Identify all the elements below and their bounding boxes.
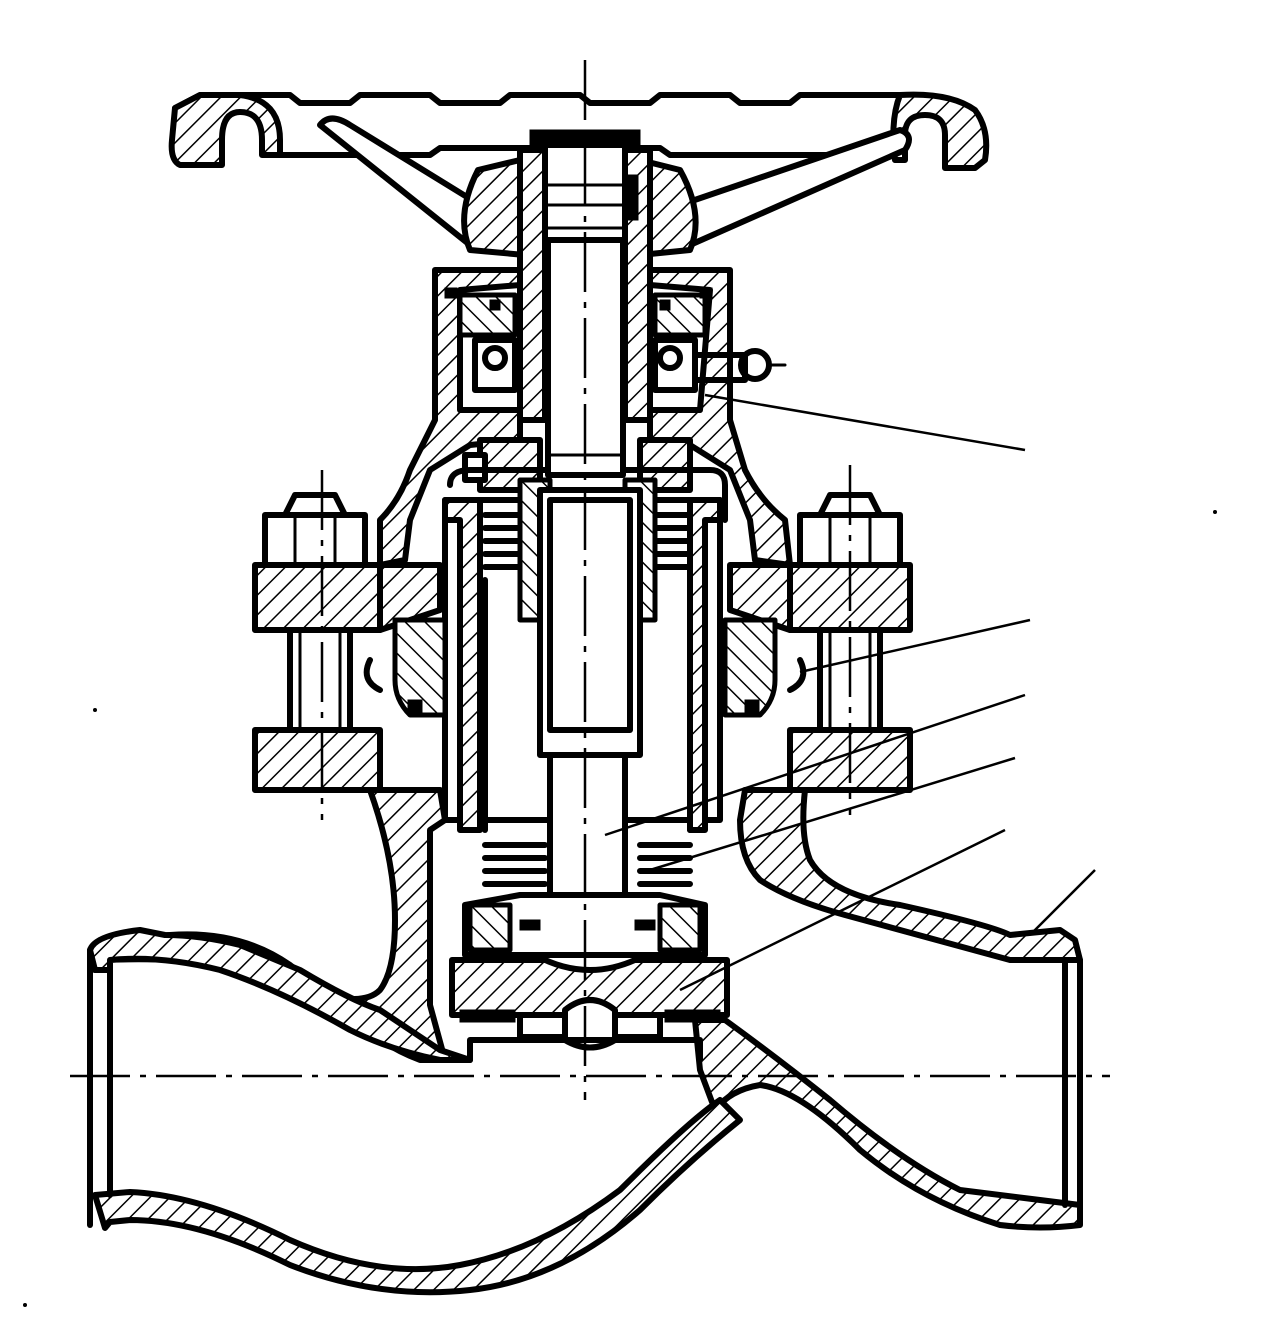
body-pipe-top-left: [87, 927, 473, 1063]
valve-stem: [517, 237, 658, 948]
leader-lines: [604, 393, 1096, 992]
body-pipe-bottom: [92, 1097, 743, 1296]
valve-body: [87, 787, 1083, 1296]
bellows-assembly: [442, 467, 728, 887]
leader-6: [1029, 869, 1096, 936]
joint-seal: [363, 617, 807, 718]
leader-4: [649, 756, 1016, 872]
handwheel-rim-left: [168, 92, 283, 168]
pipe-end-left: [92, 967, 113, 1198]
handwheel-spoke-left: [317, 115, 483, 248]
leader-5: [679, 828, 1006, 992]
scan-specks: [23, 510, 1217, 1307]
bonnet-wall-left: [377, 267, 523, 568]
valve-disc: [449, 892, 730, 1051]
bellows-sleeve-left: [442, 497, 483, 833]
leader-2: [799, 618, 1031, 674]
bellows-convolutions: [482, 512, 693, 887]
body-seat-right: [692, 1017, 1083, 1231]
bellows-sleeve-right: [687, 497, 723, 833]
leader-3: [604, 693, 1026, 837]
handwheel-hub-right: [637, 157, 699, 258]
leader-1: [704, 393, 1026, 452]
handwheel: [168, 91, 990, 258]
bonnet-wall-right: [647, 267, 793, 568]
bolt-left: [262, 492, 368, 733]
handwheel-hub-left: [461, 157, 528, 258]
grease-nipple: [692, 352, 748, 383]
handwheel-spoke-right: [677, 127, 912, 248]
center-lines: [70, 60, 1110, 1100]
